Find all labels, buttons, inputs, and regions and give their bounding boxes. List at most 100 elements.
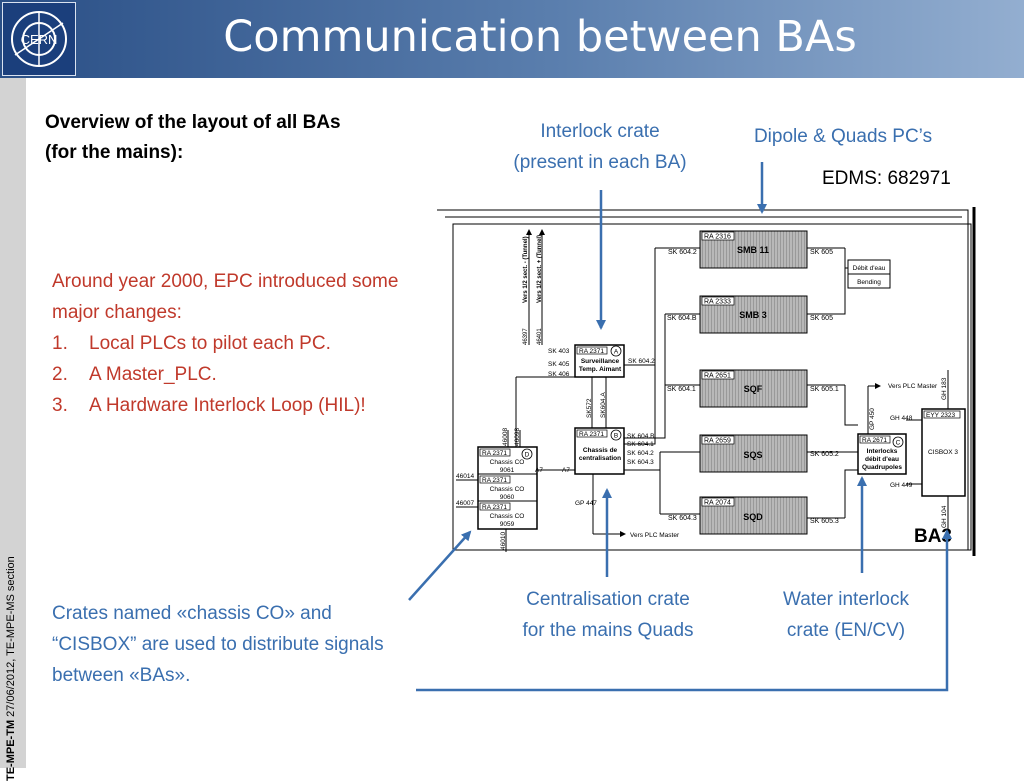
chassis-9061: RA 2371 Chassis CO 9061 <box>479 448 525 474</box>
centralisation-callout: Centralisation crate for the mains Quads <box>490 584 726 646</box>
slide-header: CERN Communication between BAs <box>0 0 1024 78</box>
list-text: A Hardware Interlock Loop (HIL)! <box>89 395 366 416</box>
central-sk: SK 604.B <box>627 433 654 440</box>
central-line-1: Chassis de <box>583 447 618 454</box>
surv-out-label: SK 604.2 <box>628 358 655 365</box>
intro-text: Around year 2000, EPC introduced some ma… <box>52 271 399 323</box>
chassis-num: 9061 <box>500 467 515 474</box>
debit-label: Débit d'eau <box>853 265 886 272</box>
chassis-co-stack: D RA 2371 Chassis CO 9061 RA 2371 Chassi… <box>456 428 570 552</box>
tunnel-minus-label: Vers 1/2 sect. - (Tunnel) <box>523 236 529 303</box>
interlock-crate-callout: Interlock crate (present in each BA) <box>490 116 710 178</box>
surv-ra-label: RA 2371 <box>579 348 604 355</box>
chassis-left-label: 46014 <box>456 473 474 480</box>
a7-label: A7 <box>535 467 543 474</box>
water-line-2: débit d'eau <box>865 456 899 463</box>
pc-ra-label: RA 2333 <box>704 299 731 306</box>
pc-name: SQF <box>744 384 763 394</box>
callout-line: (present in each BA) <box>513 152 687 173</box>
central-link: SK604.A <box>600 392 607 418</box>
pc-smb11: RA 2316 SMB 11 SK 604.2 SK 605 <box>655 230 845 269</box>
tunnel-links: Vers 1/2 sect. - (Tunnel) Vers 1/2 sect.… <box>523 229 545 345</box>
cisbox-ra-label: EYY 2323 <box>926 412 956 419</box>
gh-bottom-label: GH 104 <box>941 505 948 528</box>
central-link: SK572 <box>586 398 593 418</box>
cisbox-name: CISBOX 3 <box>928 449 958 456</box>
callout-line: Centralisation crate <box>526 589 690 610</box>
changes-list: 1.Local PLCs to pilot each PC. 2.A Maste… <box>52 328 432 421</box>
tunnel-num: 46401 <box>537 328 543 345</box>
chassis-name: Chassis CO <box>490 459 525 466</box>
section-heading: Overview of the layout of all BAs (for t… <box>45 108 425 168</box>
gp447-label: GP 447 <box>575 500 597 507</box>
pc-ra-label: RA 2074 <box>704 500 731 507</box>
vers-plc-master-label: Vers PLC Master <box>630 532 680 539</box>
surv-letter: A <box>614 349 619 356</box>
pc-smb3: RA 2333 SMB 3 SK 604.B SK 605 <box>665 295 845 334</box>
pc-name: SQD <box>743 512 763 522</box>
surv-line-2: Temp. Aimant <box>579 366 622 373</box>
central-line-2: centralisation <box>579 455 621 462</box>
logo-text: CERN <box>21 32 58 47</box>
tunnel-plus-label: Vers 1/2 sect. + (Tunnel) <box>537 235 543 303</box>
page-title: Communication between BAs <box>223 12 857 62</box>
surv-sk-406: SK 406 <box>548 371 570 378</box>
debit-eau-box: Débit d'eau Bending <box>847 259 891 289</box>
water-ra-label: RA 2671 <box>862 437 887 444</box>
chassis-ra: RA 2371 <box>482 477 507 484</box>
chassis-9059: RA 2371 Chassis CO 9059 <box>479 502 525 528</box>
central-letter: B <box>614 433 618 440</box>
pc-ra-label: RA 2316 <box>704 234 731 241</box>
pc-sqs: RA 2659 SQS SK 605.2 <box>660 434 845 473</box>
centralisation-crate: RA 2371 B Chassis de centralisation SK 6… <box>574 377 680 539</box>
diagram-frame <box>437 207 976 556</box>
cern-logo: CERN <box>2 2 76 76</box>
tunnel-num: 46397 <box>523 328 529 345</box>
surv-sk-405: SK 405 <box>548 361 570 368</box>
chassis-bottom-label: 46010 <box>500 532 507 550</box>
callout-line: for the mains Quads <box>522 620 694 641</box>
list-number: 1. <box>52 333 68 354</box>
gh-449-label: GH 449 <box>890 482 913 489</box>
surveillance-crate: RA 2371 A Surveillance Temp. Aimant SK 4… <box>548 344 655 378</box>
cisbox-crate: EYY 2323 CISBOX 3 GH 183 GH 104 <box>921 370 966 530</box>
list-text: Local PLCs to pilot each PC. <box>89 333 331 354</box>
list-item: 1. Local PLCs to pilot each PC. <box>52 328 432 359</box>
callout-line: Interlock crate <box>540 121 660 142</box>
list-number: 3. <box>52 395 68 416</box>
surv-line-1: Surveillance <box>581 358 620 365</box>
bending-label: Bending <box>857 279 881 286</box>
central-sk: SK 604.1 <box>627 441 654 448</box>
heading-line-1: Overview of the layout of all BAs <box>45 112 341 133</box>
central-sk: SK 604.2 <box>627 450 654 457</box>
chassis-left-label: 46007 <box>456 500 474 507</box>
list-item: 3. A Hardware Interlock Loop (HIL)! <box>52 390 432 421</box>
chassis-top-label: 46008 <box>502 428 509 446</box>
pc-input-label: SK 604.3 <box>668 515 697 522</box>
pc-name: SQS <box>743 450 762 460</box>
chassis-top-label: 46098 <box>514 428 521 446</box>
callout-arrows <box>408 162 952 692</box>
chassis-9060: RA 2371 Chassis CO 9060 <box>479 475 524 501</box>
pc-output-label: SK 605 <box>810 249 833 256</box>
cisbox-arrow <box>416 529 952 692</box>
vers-plc-master-right: Vers PLC Master <box>888 383 938 390</box>
pc-input-label: SK 604.B <box>667 315 697 322</box>
chassis-num: 9059 <box>500 521 515 528</box>
edms-reference: EDMS: 682971 <box>822 168 951 189</box>
gp450-label: GP 450 <box>869 408 876 430</box>
list-number: 2. <box>52 364 68 385</box>
pc-ra-label: RA 2659 <box>704 438 731 445</box>
pc-output-label: SK 605.3 <box>810 518 839 525</box>
chassis-letter: D <box>525 452 530 459</box>
pc-input-label: SK 604.1 <box>667 386 696 393</box>
pc-name: SMB 3 <box>739 310 767 320</box>
chassis-arrow <box>408 530 472 601</box>
pc-ra-label: RA 2651 <box>704 373 731 380</box>
heading-line-2: (for the mains): <box>45 142 184 163</box>
chassis-name: Chassis CO <box>490 513 525 520</box>
central-sk: SK 604.3 <box>627 459 654 466</box>
water-interlock-crate: RA 2671 C Interlocks débit d'eau Quadrup… <box>857 383 938 489</box>
pc-sqf: RA 2651 SQF SK 604.1 SK 605.1 <box>665 369 845 408</box>
